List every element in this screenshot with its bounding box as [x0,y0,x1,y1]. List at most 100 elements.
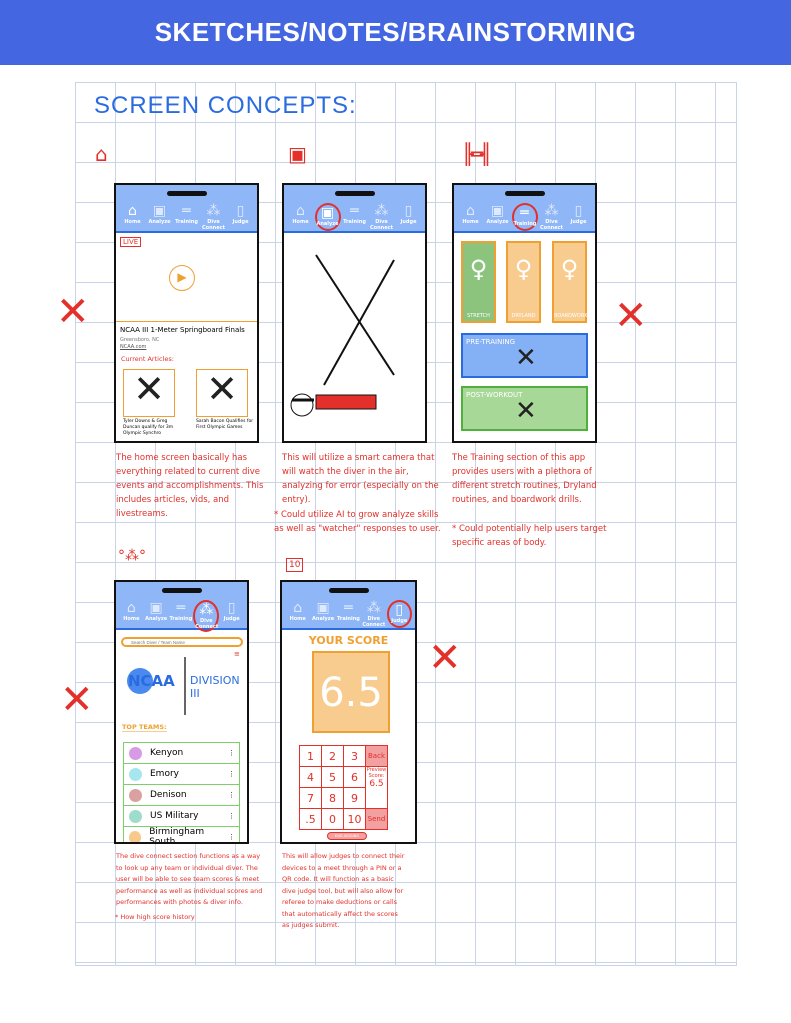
back-button[interactable]: Back [365,745,388,767]
end-judging-button[interactable]: END JUDGING [327,832,367,840]
reject-mark: ✕ [428,635,462,681]
nav-dive-connect[interactable]: ⁂Dive Connect [540,203,563,231]
key[interactable]: 9 [343,787,366,809]
nav-training[interactable]: ═Training [175,203,198,225]
nav-dive-connect[interactable]: ⁂Dive Connect [370,203,393,231]
dumbbell-icon: ╟═╢ [462,142,492,166]
filter-icon[interactable]: ≡ [234,650,240,658]
nav-home[interactable]: ⌂Home [124,203,141,225]
home-icon: ⌂ [95,142,108,166]
nav-home[interactable]: ⌂Home [462,203,479,225]
top-teams-label: TOP TEAMS: [122,723,167,732]
nav-training[interactable]: ═Training [343,203,366,225]
event-link[interactable]: NCAA.com [120,344,147,350]
key[interactable]: 1 [299,745,322,767]
send-button[interactable]: Send [365,808,388,830]
reject-mark: ✕ [614,293,648,339]
event-title: NCAA III 1-Meter Springboard Finals [120,326,245,334]
key[interactable]: 8 [321,787,344,809]
judge-note: This will allow judges to connect their … [282,852,405,929]
article-thumb[interactable]: ✕ [196,369,248,417]
nav-bar: ⌂Home ▣Analyze ═Training ⁂Dive Connect ▯… [284,185,425,233]
home-screen-sketch: ⌂Home ▣Analyze ═Training ⁂Dive Connect ▯… [114,183,259,443]
nav-training[interactable]: ═Training [511,203,538,231]
nav-home[interactable]: ⌂Home [289,600,306,622]
nav-bar: ⌂Home ▣Analyze ═Training ⁂Dive Connect ▯… [282,582,415,630]
nav-judge[interactable]: ▯Judge [232,203,249,225]
ncaa-logo: NCAA [128,672,175,690]
preview-score: Preview Score:6.5 [365,766,388,809]
reject-mark: ✕ [56,289,90,335]
article-thumb[interactable]: ✕ [123,369,175,417]
judge-icon: 10 [286,558,304,572]
live-badge: LIVE [120,237,142,247]
team-list: Kenyon⋮ Emory⋮ Denison⋮ US Military⋮ Bir… [123,742,240,842]
analyze-screen-sketch: ⌂Home ▣Analyze ═Training ⁂Dive Connect ▯… [282,183,427,443]
key[interactable]: 5 [321,766,344,788]
nav-judge[interactable]: ▯Judge [223,600,240,622]
camera-view-placeholder [290,254,395,417]
training-note-2: * Could potentially help users target sp… [452,524,607,548]
nav-bar: ⌂Home ▣Analyze ═Training ⁂Dive Connect ▯… [116,582,247,632]
training-note: The Training section of this app provide… [452,453,597,505]
pre-training-card[interactable]: PRE-TRAINING✕ [461,333,588,378]
training-screen-sketch: ⌂Home ▣Analyze ═Training ⁂Dive Connect ▯… [452,183,597,443]
key[interactable]: 7 [299,787,322,809]
nav-dive-connect[interactable]: ⁂Dive Connect [193,600,220,632]
reject-mark: ✕ [60,677,94,723]
key[interactable]: 0 [321,808,344,830]
team-row[interactable]: Emory⋮ [123,764,240,785]
stretch-card[interactable]: ♀STRETCH [461,241,496,323]
post-workout-card[interactable]: POST-WORKOUT✕ [461,386,588,431]
team-row[interactable]: Birmingham South⋮ [123,827,240,842]
your-score-label: YOUR SCORE [308,634,389,647]
nav-home[interactable]: ⌂Home [292,203,309,225]
section-title: SCREEN CONCEPTS: [94,92,357,119]
nav-dive-connect[interactable]: ⁂Dive Connect [202,203,225,231]
team-row[interactable]: Denison⋮ [123,785,240,806]
nav-home[interactable]: ⌂Home [123,600,140,622]
score-display: 6.5 [312,651,390,733]
division-label: DIVISION III [190,674,240,700]
articles-label: Current Articles: [121,355,174,363]
key[interactable]: 2 [321,745,344,767]
nav-bar: ⌂Home ▣Analyze ═Training ⁂Dive Connect ▯… [454,185,595,233]
article-caption[interactable]: Sarah Bacon Qualifies for First Olympic … [196,419,254,430]
dive-connect-screen-sketch: ⌂Home ▣Analyze ═Training ⁂Dive Connect ▯… [114,580,249,844]
home-note: The home screen basically has everything… [116,453,264,519]
play-icon[interactable]: ▶ [169,265,195,291]
nav-analyze[interactable]: ▣Analyze [312,600,335,622]
search-input[interactable] [121,637,243,647]
nav-dive-connect[interactable]: ⁂Dive Connect [362,600,386,628]
dive-connect-note-2: * How high score history [115,913,195,921]
nav-judge[interactable]: ▯Judge [400,203,417,225]
nav-analyze[interactable]: ▣Analyze [314,203,341,231]
event-location: Greensboro, NC [120,337,160,343]
key[interactable]: 4 [299,766,322,788]
nav-analyze[interactable]: ▣Analyze [148,203,171,225]
key[interactable]: 6 [343,766,366,788]
nav-bar: ⌂Home ▣Analyze ═Training ⁂Dive Connect ▯… [116,185,257,233]
dive-connect-note: The dive connect section functions as a … [116,852,263,906]
nav-analyze[interactable]: ▣Analyze [486,203,509,225]
key[interactable]: .5 [299,808,322,830]
article-caption[interactable]: Tyler Downs & Greg Duncan qualify for 3m… [123,419,174,436]
boardwork-card[interactable]: ♀BOARDWORK [552,241,588,323]
judge-screen-sketch: ⌂Home ▣Analyze ═Training ⁂Dive Connect ▯… [280,580,417,844]
dryland-card[interactable]: ♀DRYLAND [506,241,541,323]
page-header: SKETCHES/NOTES/BRAINSTORMING [0,0,791,65]
team-row[interactable]: US Military⋮ [123,806,240,827]
nav-training[interactable]: ═Training [169,600,193,622]
analyze-note: This will utilize a smart camera that wi… [282,453,439,505]
key[interactable]: 10 [343,808,366,830]
nav-judge[interactable]: ▯Judge [386,600,412,628]
nav-judge[interactable]: ▯Judge [570,203,587,225]
nav-analyze[interactable]: ▣Analyze [145,600,168,622]
key[interactable]: 3 [343,745,366,767]
team-row[interactable]: Kenyon⋮ [123,743,240,764]
analyze-note-2: * Could utilize AI to grow analyze skill… [274,510,441,534]
people-icon: °⁂° [118,548,146,564]
nav-training[interactable]: ═Training [337,600,360,622]
camera-icon: ▣ [288,142,307,166]
